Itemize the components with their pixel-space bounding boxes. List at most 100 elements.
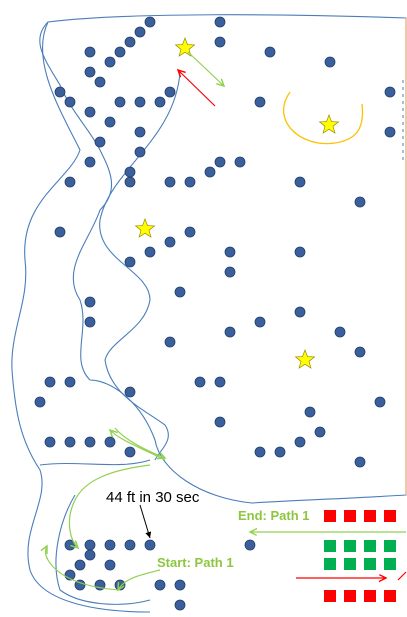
obstacle-dot — [144, 246, 156, 258]
obstacle-dot — [124, 386, 136, 398]
channel-boundary — [99, 71, 181, 461]
obstacle-dot — [334, 326, 346, 338]
obstacle-dot — [134, 146, 146, 158]
obstacle-dot — [294, 246, 306, 258]
red-square — [344, 510, 356, 522]
end-label: End: Path 1 — [238, 508, 310, 523]
obstacle-dot — [214, 416, 226, 428]
obstacle-dot — [324, 56, 336, 68]
target-star — [174, 37, 196, 57]
obstacle-dot — [124, 36, 136, 48]
red-arrow-stub — [397, 571, 407, 581]
obstacle-dot — [254, 96, 266, 108]
red-square — [324, 510, 336, 522]
obstacle-dot — [354, 196, 366, 208]
obstacle-dot — [194, 376, 206, 388]
obstacle-dot — [164, 236, 176, 248]
obstacle-dot — [84, 46, 96, 58]
path-curve-4 — [118, 569, 161, 590]
obstacle-dot — [54, 86, 66, 98]
obstacle-dot — [94, 76, 106, 88]
obstacle-dot — [64, 436, 76, 448]
obstacle-dot — [104, 559, 116, 571]
obstacle-dot — [64, 376, 76, 388]
obstacle-dot — [244, 539, 256, 551]
path-curve-2 — [114, 427, 165, 458]
distance-note: 44 ft in 30 sec — [106, 489, 200, 506]
obstacle-dot — [84, 296, 96, 308]
obstacle-dot — [294, 436, 306, 448]
red-square — [384, 590, 396, 602]
obstacle-dot — [54, 226, 66, 238]
obstacle-dot — [294, 176, 306, 188]
obstacle-dot — [154, 579, 166, 591]
green-square — [364, 558, 376, 570]
left-wall — [11, 21, 151, 613]
obstacle-dot — [94, 136, 106, 148]
arc — [283, 91, 364, 145]
target-star — [294, 349, 316, 369]
obstacle-dot — [294, 306, 306, 318]
obstacle-dot — [124, 176, 136, 188]
green-square — [384, 558, 396, 570]
obstacle-dot — [104, 56, 116, 68]
obstacle-dot — [254, 316, 266, 328]
obstacle-dot — [124, 166, 136, 178]
obstacle-dot — [374, 396, 386, 408]
obstacle-dot — [184, 176, 196, 188]
obstacle-dot — [64, 176, 76, 188]
obstacle-dot — [84, 106, 96, 118]
red-arrow-top — [178, 70, 216, 107]
obstacle-dot — [314, 426, 326, 438]
green-arrow-top — [187, 51, 224, 86]
obstacle-dot — [134, 96, 146, 108]
green-square — [324, 540, 336, 552]
green-square — [384, 540, 396, 552]
obstacle-dot — [104, 436, 116, 448]
obstacle-dot — [224, 246, 236, 258]
obstacle-dot — [174, 579, 186, 591]
target-star — [318, 114, 340, 134]
red-square — [344, 590, 356, 602]
obstacle-dot — [104, 539, 116, 551]
obstacle-dot — [214, 36, 226, 48]
obstacle-dot — [44, 376, 56, 388]
obstacle-dot — [84, 436, 96, 448]
green-square — [364, 540, 376, 552]
target-star — [134, 218, 156, 238]
obstacle-dot — [84, 316, 96, 328]
obstacle-dot — [144, 539, 156, 551]
obstacle-dot — [124, 446, 136, 458]
obstacle-dot — [224, 266, 236, 278]
red-square — [324, 590, 336, 602]
obstacle-dot — [134, 26, 146, 38]
obstacle-dot — [204, 166, 216, 178]
obstacle-dot — [174, 286, 186, 298]
lower-room-top — [39, 459, 151, 466]
obstacle-dot — [214, 376, 226, 388]
target-stars — [134, 37, 340, 369]
obstacle-dot — [74, 559, 86, 571]
start-label: Start: Path 1 — [157, 555, 234, 570]
obstacle-dot — [84, 539, 96, 551]
green-square — [324, 558, 336, 570]
obstacle-dot — [384, 126, 396, 138]
obstacle-dot — [84, 549, 96, 561]
green-square — [344, 558, 356, 570]
obstacle-dot — [114, 96, 126, 108]
note-arrow — [139, 504, 152, 539]
red-square — [364, 510, 376, 522]
lower-room-wall — [55, 494, 151, 605]
obstacle-dot — [84, 66, 96, 78]
obstacle-dot — [304, 406, 316, 418]
obstacle-dot — [274, 446, 286, 458]
obstacle-dot — [164, 336, 176, 348]
obstacle-dot — [104, 116, 116, 128]
red-square — [384, 510, 396, 522]
obstacle-dot — [384, 86, 396, 98]
outer-boundary — [39, 14, 407, 504]
obstacle-dot — [34, 396, 46, 408]
obstacle-dot — [174, 599, 186, 611]
obstacle-dot — [144, 16, 156, 28]
